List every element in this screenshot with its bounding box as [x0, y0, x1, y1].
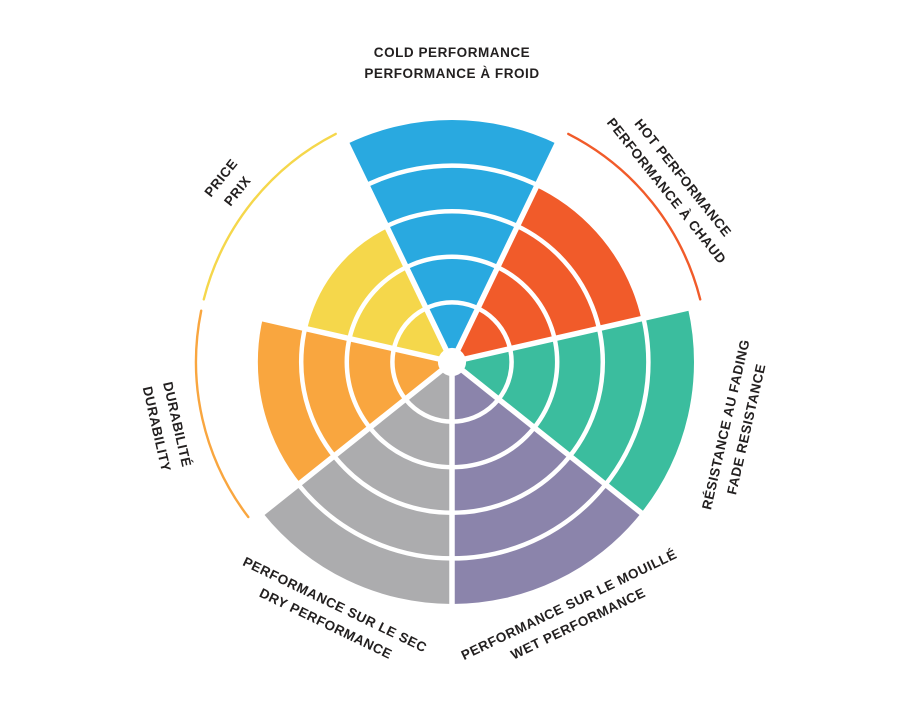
sector-gap-line [343, 140, 455, 364]
sector-gap-line [451, 304, 692, 365]
sector-gap-line [258, 359, 454, 517]
sector-dry-performance [262, 370, 452, 604]
sector-gap-line [449, 140, 561, 364]
sector-fade-resistance [462, 308, 694, 513]
cold-performance-label: COLD PERFORMANCE PERFORMANCE À FROID [364, 43, 539, 85]
label-line-en: COLD PERFORMANCE [373, 45, 531, 61]
sector-cold-performance [347, 120, 557, 350]
sector-wet-performance [452, 370, 642, 604]
max-ring-arc-price [202, 132, 337, 301]
max-ring-arc-hot-performance [567, 132, 702, 301]
label-line-fr: PERFORMANCE À FROID [364, 66, 540, 81]
max-ring-arc-durability [194, 309, 250, 519]
sector-gap-line [450, 359, 646, 517]
sector-gap-line [212, 304, 453, 365]
